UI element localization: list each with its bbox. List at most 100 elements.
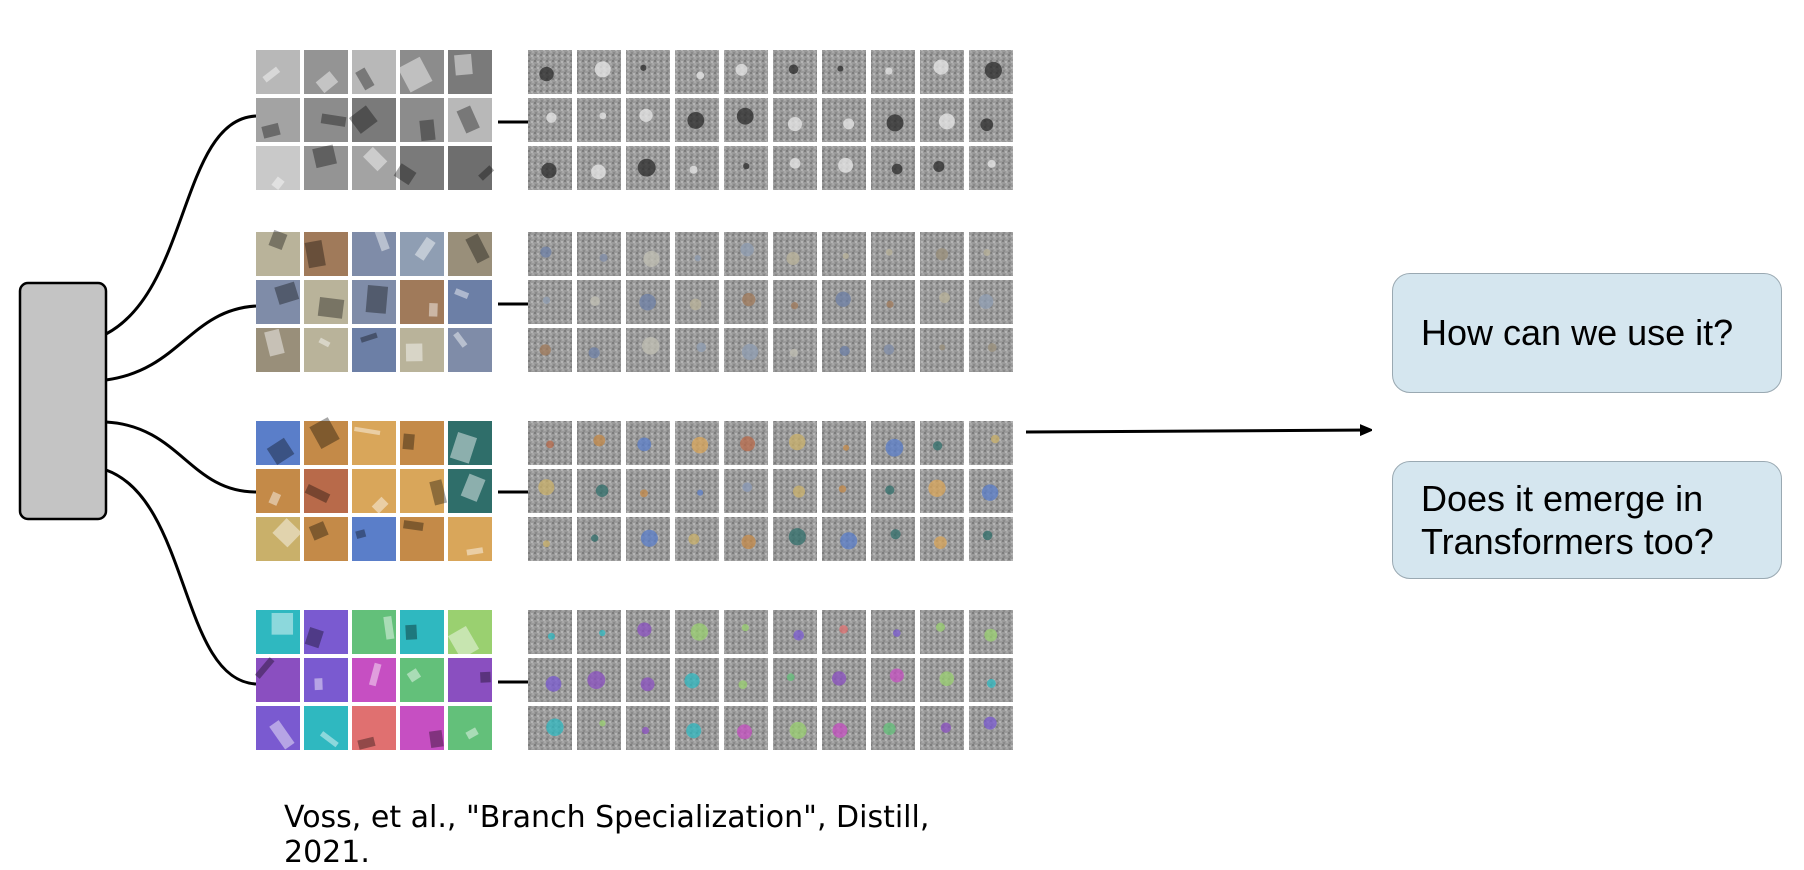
filter-grids <box>254 50 1013 750</box>
filter-tile <box>400 421 444 465</box>
filter-feature <box>354 426 381 436</box>
filter-tile <box>871 50 915 94</box>
filter-tile <box>304 517 348 561</box>
filter-tile <box>871 517 915 561</box>
filter-feature <box>304 627 324 649</box>
filter-feature <box>842 252 849 260</box>
filter-feature <box>402 433 415 450</box>
citation: Voss, et al., "Branch Specialization", D… <box>284 800 930 870</box>
main-arrow <box>1025 430 1370 432</box>
filter-feature <box>587 671 606 690</box>
filter-feature <box>640 64 647 71</box>
filter-feature <box>940 722 952 733</box>
filter-feature <box>735 63 748 76</box>
filter-feature <box>371 496 389 514</box>
filter-tile <box>352 280 396 324</box>
filter-feature <box>892 629 901 637</box>
filter-tile <box>256 517 300 561</box>
filter-tile <box>871 232 915 276</box>
filter-tile <box>352 146 396 190</box>
first-layer-filters-3 <box>256 417 492 561</box>
filter-feature <box>788 528 806 546</box>
filter-feature <box>737 724 752 740</box>
filter-feature <box>348 105 378 134</box>
filter-tile <box>448 469 492 513</box>
filter-feature <box>742 482 753 493</box>
filter-feature <box>986 678 996 688</box>
filter-feature <box>639 293 656 311</box>
filter-feature <box>928 479 946 497</box>
filter-feature <box>741 343 759 361</box>
filter-tile <box>352 469 396 513</box>
filter-feature <box>272 518 302 548</box>
filter-feature <box>540 246 552 258</box>
filter-feature <box>837 65 844 72</box>
filter-feature <box>637 622 652 637</box>
filter-feature <box>541 162 557 179</box>
filter-feature <box>357 736 376 750</box>
filter-tile <box>400 50 444 94</box>
filter-tile <box>400 706 444 750</box>
filter-feature <box>546 440 554 449</box>
filter-tile <box>352 517 396 561</box>
filter-tile <box>352 421 396 465</box>
filter-feature <box>317 297 345 319</box>
filter-tile <box>773 658 817 702</box>
filter-tile <box>256 421 300 465</box>
filter-tile <box>448 50 492 94</box>
filter-feature <box>982 530 993 541</box>
filter-feature <box>590 296 600 306</box>
filter-feature <box>546 112 557 123</box>
filter-feature <box>886 300 894 308</box>
filter-tile <box>448 232 492 276</box>
filter-feature <box>315 71 339 94</box>
filter-feature <box>935 248 949 261</box>
filter-tile <box>448 610 492 654</box>
filter-tile <box>724 610 768 654</box>
filter-tile <box>773 280 817 324</box>
filter-tile <box>626 50 670 94</box>
filter-feature <box>740 242 754 257</box>
second-layer-filters-4 <box>528 610 1013 750</box>
filter-feature <box>465 727 479 740</box>
filter-feature <box>428 730 444 748</box>
filter-feature <box>697 489 704 496</box>
filter-feature <box>308 521 329 541</box>
filter-tile <box>400 469 444 513</box>
filter-tile <box>304 98 348 142</box>
filter-feature <box>414 236 436 261</box>
filter-feature <box>984 628 998 642</box>
filter-feature <box>271 612 294 635</box>
filter-tile <box>577 98 621 142</box>
filter-feature <box>838 157 854 173</box>
filter-feature <box>932 441 943 451</box>
filter-tile <box>871 280 915 324</box>
filter-feature <box>639 108 653 122</box>
filter-tile <box>724 658 768 702</box>
filter-tile <box>352 232 396 276</box>
filter-feature <box>890 529 901 540</box>
layer-links <box>498 120 528 684</box>
filter-feature <box>788 64 799 75</box>
filter-feature <box>738 680 748 690</box>
filter-tile <box>256 469 300 513</box>
filter-feature <box>987 343 997 352</box>
filter-feature <box>939 292 950 304</box>
filter-feature <box>933 59 949 75</box>
filter-tile <box>626 469 670 513</box>
second-layer-filters-1 <box>528 50 1013 190</box>
filter-feature <box>405 624 418 640</box>
filter-feature <box>454 53 473 76</box>
filter-tile <box>304 706 348 750</box>
filter-tile <box>871 610 915 654</box>
filter-tile <box>822 98 866 142</box>
filter-feature <box>419 119 436 142</box>
filter-feature <box>690 623 709 641</box>
filter-feature <box>786 673 795 682</box>
filter-feature <box>843 444 850 451</box>
filter-feature <box>687 111 705 129</box>
filter-tile <box>675 328 719 372</box>
filter-feature <box>696 342 707 353</box>
filter-feature <box>990 434 1000 444</box>
filter-tile <box>577 610 621 654</box>
